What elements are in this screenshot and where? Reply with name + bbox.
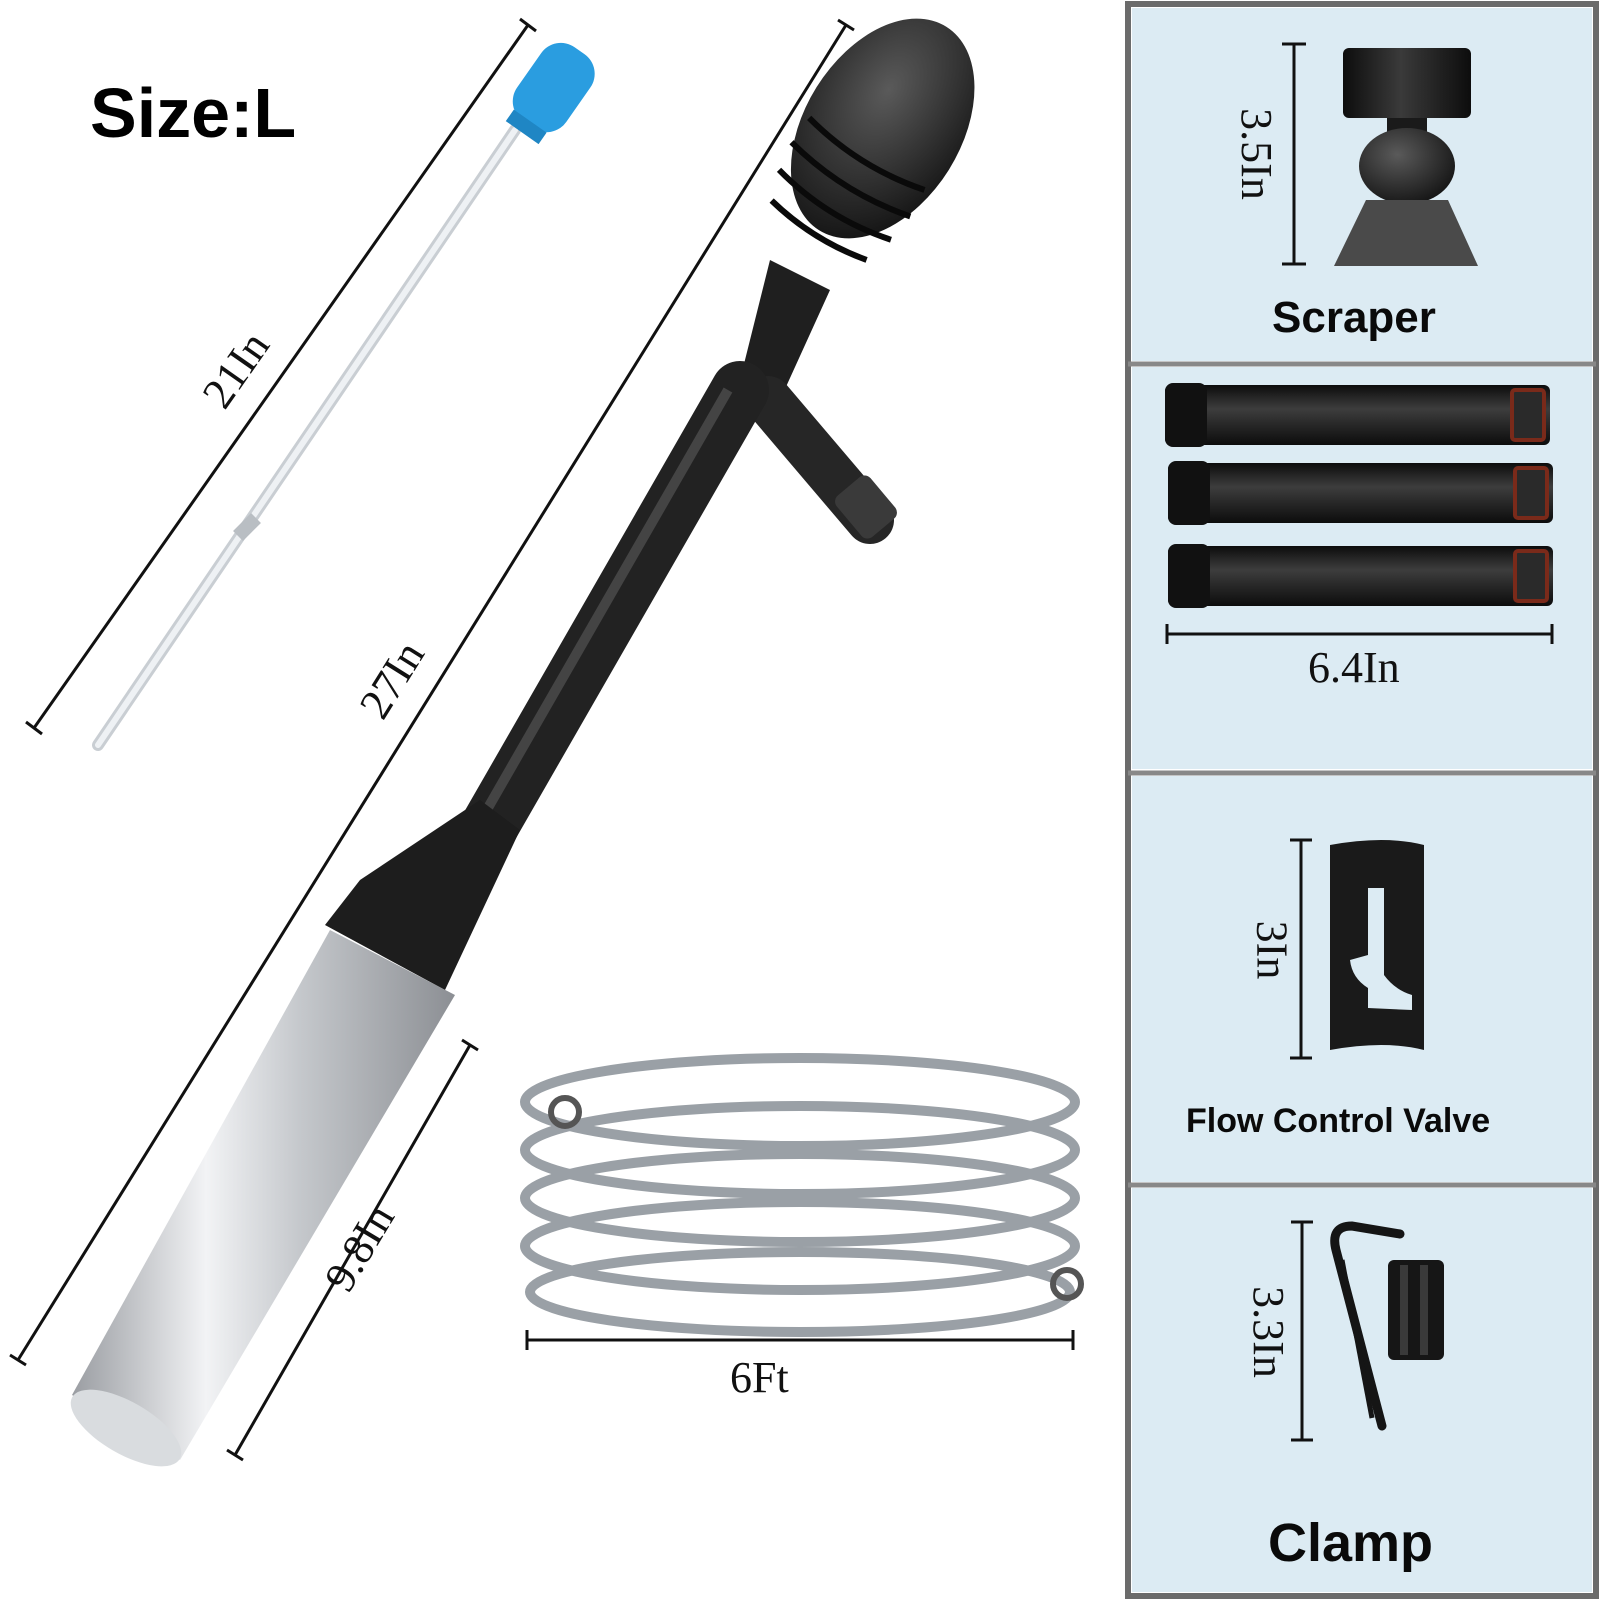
extension-tube-icon <box>1165 383 1554 644</box>
clamp-height-label: 3.3In <box>1243 1286 1293 1378</box>
panel-clamp <box>1132 1188 1592 1592</box>
dropper-icon <box>25 17 595 751</box>
valve-height-label: 3In <box>1247 920 1297 980</box>
flow-valve-icon <box>1290 838 1424 1060</box>
scraper-height-label: 3.5In <box>1231 108 1281 200</box>
valve-label: Flow Control Valve <box>1186 1102 1491 1140</box>
siphon-pump-icon <box>9 18 975 1467</box>
scraper-icon <box>1282 42 1478 266</box>
hose-length-label: 6Ft <box>730 1353 789 1402</box>
extension-tube-length-label: 6.4In <box>1308 643 1400 692</box>
hose-coil-icon <box>520 1053 1084 1350</box>
clamp-label: Clamp <box>1268 1513 1434 1573</box>
scraper-label: Scraper <box>1272 293 1436 342</box>
accessory-panels <box>1125 1 1599 1599</box>
size-title: Size:L <box>90 74 297 152</box>
clamp-icon <box>1291 1220 1444 1442</box>
